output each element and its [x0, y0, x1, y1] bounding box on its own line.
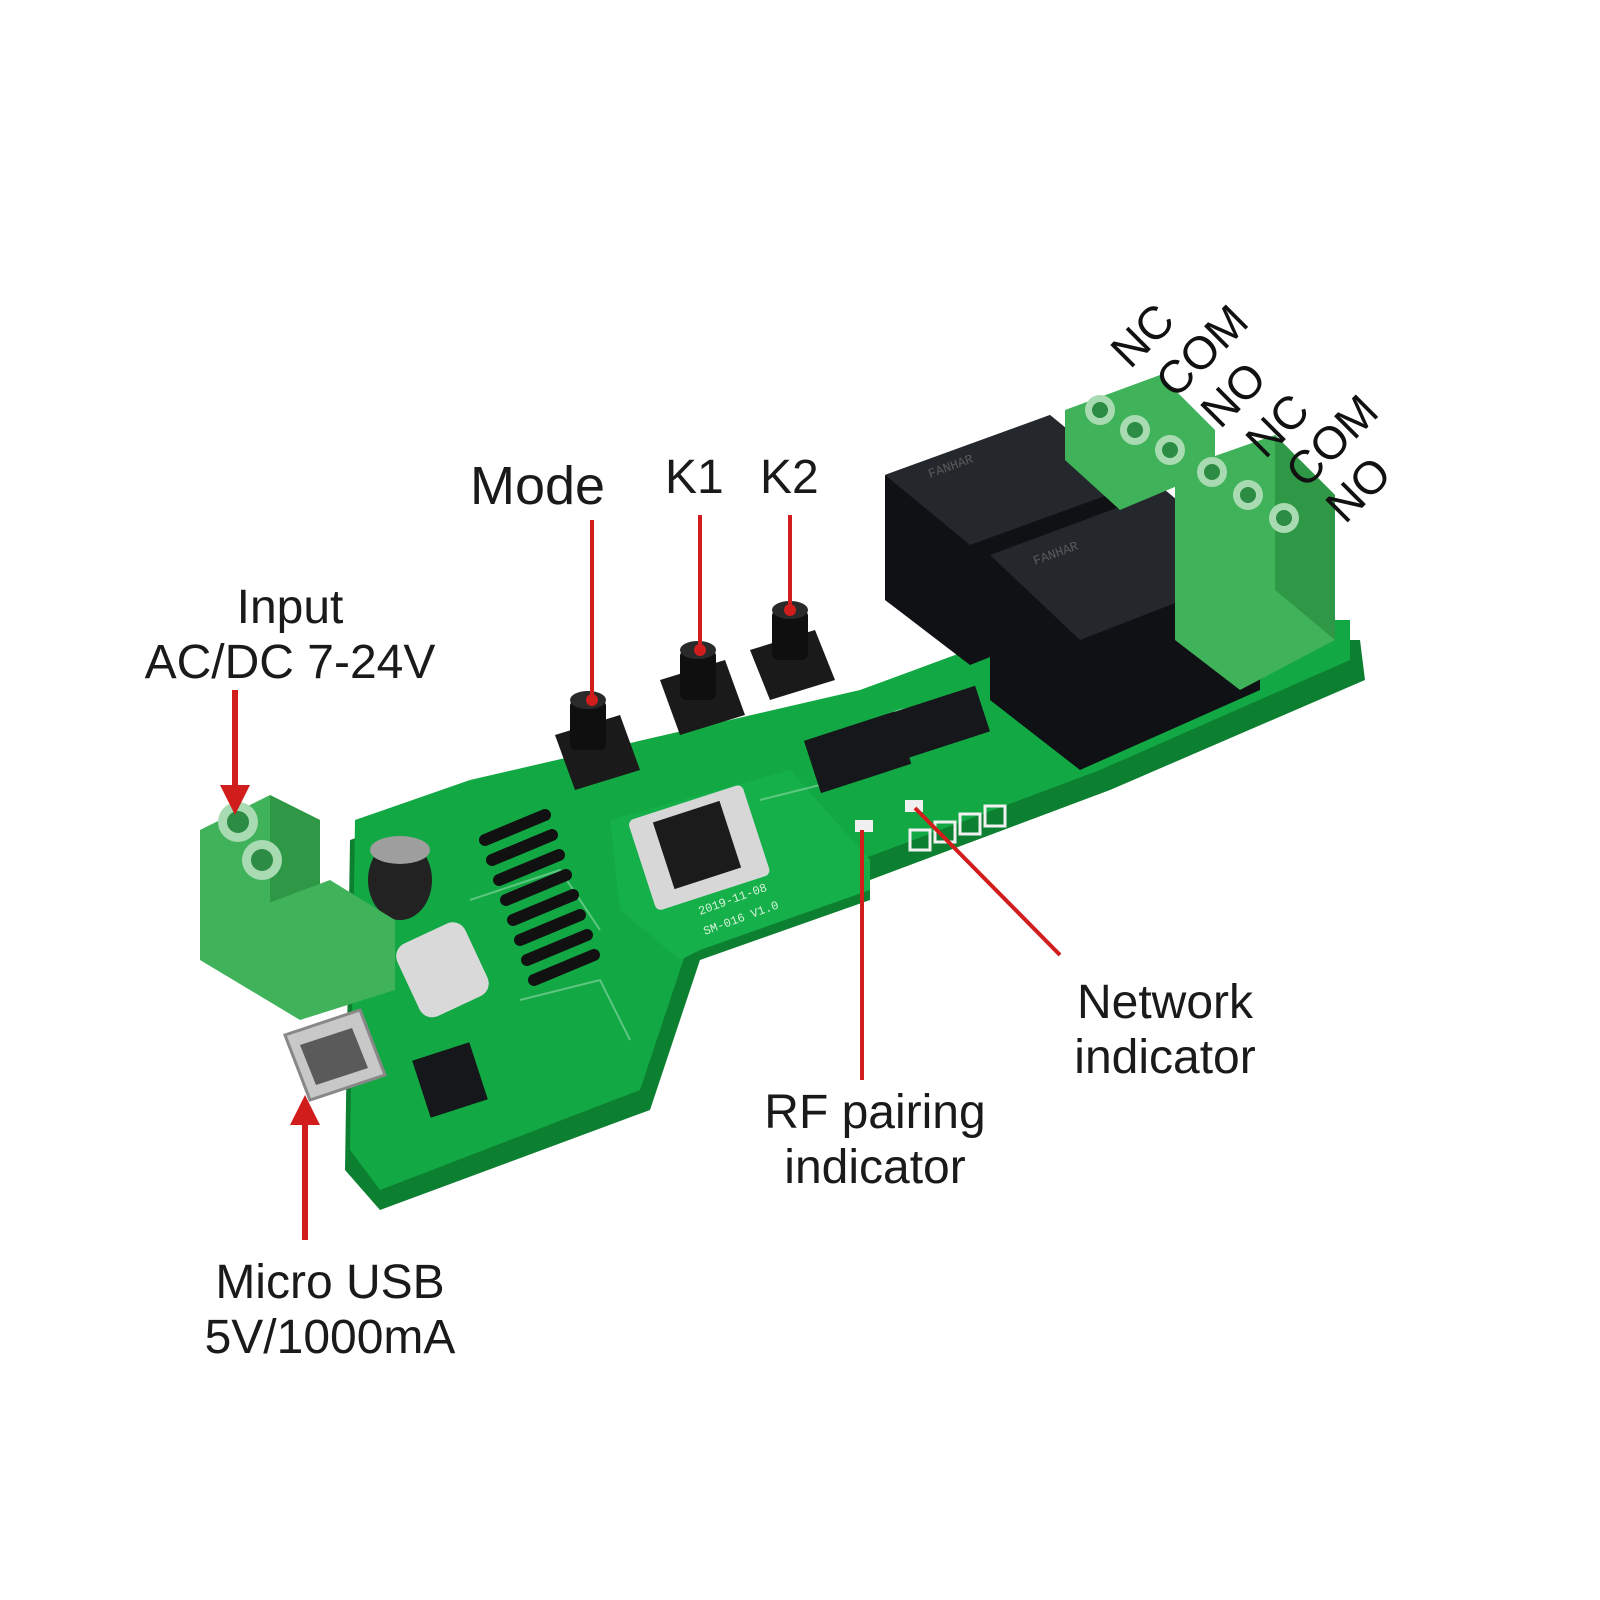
- network-indicator-label: Network indicator: [1050, 975, 1280, 1085]
- coil-antenna: [479, 809, 600, 986]
- input-label-line2: AC/DC 7-24V: [144, 636, 436, 689]
- network-callout-line: [913, 806, 1062, 957]
- k1-button: [660, 641, 745, 735]
- rf-indicator-label: RF pairing indicator: [745, 1085, 1005, 1195]
- relay-terminal-block-2: [1175, 435, 1335, 690]
- callout-dots: [586, 604, 796, 706]
- k2-label: K2: [760, 451, 819, 504]
- voltage-regulator: [412, 1042, 488, 1118]
- ic-chip-2: [880, 685, 990, 763]
- rf-pairing-led: [855, 820, 873, 832]
- capacitor: [368, 836, 432, 920]
- network-indicator-line1: Network: [1076, 976, 1254, 1029]
- mode-label: Mode: [470, 456, 606, 516]
- network-indicator-line2: indicator: [1074, 1031, 1256, 1084]
- rf-indicator-line1: RF pairing: [764, 1086, 986, 1139]
- callout-lines: [590, 515, 1062, 1080]
- usb-label-line2: 5V/1000mA: [204, 1311, 456, 1364]
- input-label: Input AC/DC 7-24V: [115, 580, 465, 690]
- crystal-oscillator: [396, 922, 489, 1018]
- network-led: [905, 800, 923, 812]
- usb-label: Micro USB 5V/1000mA: [180, 1255, 480, 1365]
- k1-label: K1: [665, 451, 724, 504]
- mode-button: [555, 691, 640, 790]
- k2-button: [750, 601, 835, 700]
- header-pins: [908, 804, 1007, 852]
- usb-label-line1: Micro USB: [215, 1256, 445, 1309]
- input-label-line1: Input: [236, 581, 344, 634]
- input-terminal-block: [200, 795, 395, 1020]
- rf-indicator-line2: indicator: [784, 1141, 966, 1194]
- micro-usb-port: [283, 1008, 387, 1102]
- ic-chip-1: [803, 711, 912, 794]
